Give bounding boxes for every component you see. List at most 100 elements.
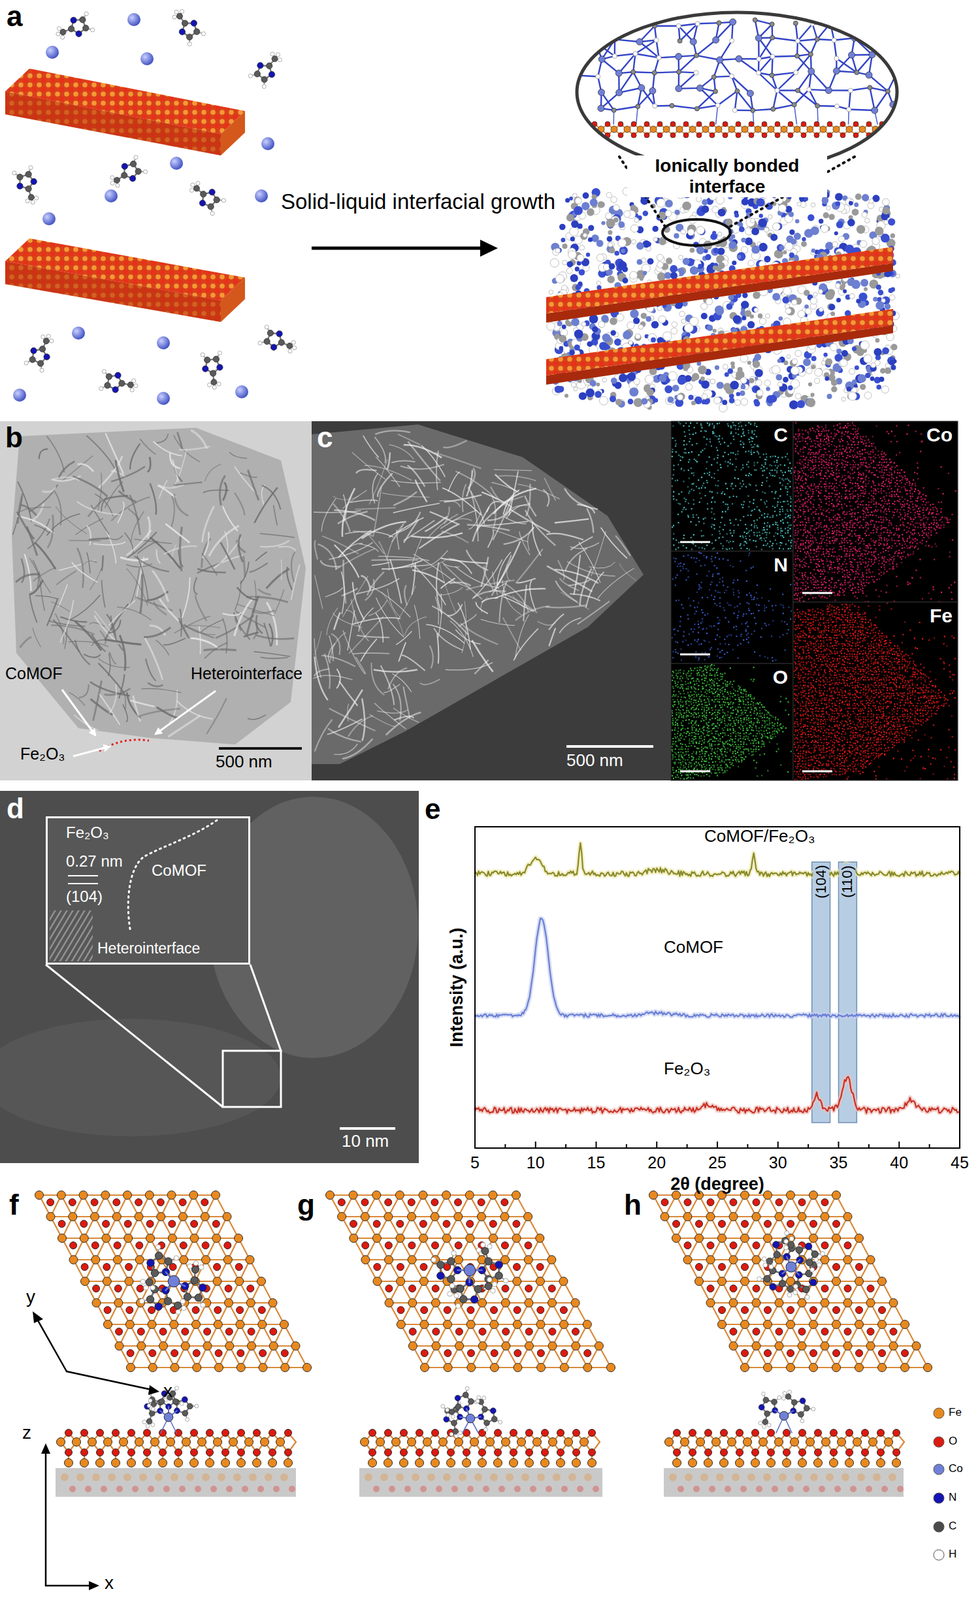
mof-particle [793, 232, 801, 240]
mof-particle [571, 220, 579, 229]
mof-particle [616, 314, 624, 322]
atom [90, 28, 95, 33]
atom [41, 335, 46, 340]
mof-particle [671, 322, 677, 328]
atom [25, 199, 30, 204]
mof-particle [546, 322, 556, 332]
mof-particle [569, 227, 579, 237]
mof-particle [890, 287, 896, 293]
mof-particle [670, 272, 678, 280]
atom [12, 171, 17, 176]
mof-particle [782, 376, 789, 383]
mof-particle [689, 317, 699, 327]
atom [29, 356, 36, 363]
atom [211, 379, 217, 386]
mof-particle [578, 269, 586, 276]
mof-particle [811, 365, 817, 370]
mof-particle [836, 221, 844, 229]
atom [187, 41, 192, 46]
mof-particle [823, 352, 828, 357]
mof-particle [787, 385, 794, 391]
mof-particle [586, 341, 593, 347]
atom [209, 370, 216, 377]
atom [25, 171, 32, 178]
mof-particle [748, 260, 754, 266]
cobalt-ion [127, 13, 141, 27]
mof-particle [810, 226, 820, 236]
mof-particle [561, 243, 568, 249]
mof-particle [739, 390, 745, 396]
mof-particle [596, 254, 604, 262]
atom [735, 88, 740, 94]
mof-particle [629, 271, 638, 280]
mof-particle [886, 333, 894, 341]
mof-particle [863, 354, 873, 364]
mof-particle [608, 242, 613, 247]
atom [67, 26, 74, 33]
mof-particle [710, 378, 716, 385]
mof-particle [765, 386, 770, 391]
atom [114, 372, 121, 379]
mof-particle [890, 343, 898, 351]
mof-particle [759, 318, 767, 325]
bond [871, 22, 877, 42]
bond [772, 56, 773, 76]
mof-particle [759, 213, 764, 218]
mof-particle [865, 373, 871, 379]
atom [865, 71, 873, 79]
atom [24, 361, 29, 366]
mof-particle [821, 197, 830, 205]
mof-particle [797, 400, 805, 409]
atom [34, 196, 39, 200]
atom [194, 28, 200, 35]
atom [70, 16, 77, 23]
bond [577, 110, 579, 125]
atom [84, 11, 89, 16]
mof-particle [650, 337, 656, 343]
mof-particle [569, 350, 575, 356]
mof-particle [884, 367, 892, 375]
mof-particle [876, 384, 882, 391]
mof-particle [672, 384, 680, 392]
mof-particle [627, 399, 634, 406]
mof-particle [721, 399, 728, 406]
mof-particle [887, 218, 896, 226]
mof-particle [836, 348, 843, 355]
mof-particle [566, 213, 575, 222]
mof-particle [738, 226, 745, 233]
mof-particle [889, 294, 896, 300]
atom [694, 106, 700, 112]
mof-particle [586, 388, 595, 398]
atom [216, 364, 223, 371]
mof-particle [614, 338, 622, 346]
mof-particle [665, 258, 673, 265]
mof-particle [875, 338, 881, 343]
mof-particle [582, 192, 590, 200]
mof-particle [814, 368, 823, 377]
mof-particle [701, 303, 708, 310]
mof-particle [665, 199, 673, 208]
atom [105, 373, 112, 380]
mof-particle [618, 261, 628, 271]
mof-particle [740, 384, 747, 391]
atom [131, 378, 136, 383]
atom [592, 39, 600, 46]
mof-particle [582, 233, 587, 238]
atom [118, 380, 125, 387]
bond [772, 56, 798, 57]
bond [697, 22, 720, 24]
atom [793, 69, 799, 75]
atom [261, 76, 268, 83]
mof-particle [844, 245, 854, 255]
mof-particle [618, 373, 628, 383]
atom [114, 177, 121, 183]
mof-particle [755, 379, 762, 387]
atom [793, 20, 798, 26]
mof-particle [819, 307, 824, 312]
mof-particle [718, 262, 725, 270]
atom [752, 17, 758, 23]
atom [201, 32, 206, 36]
mof-particle [872, 237, 880, 245]
mof-particle [882, 198, 890, 206]
atom [729, 73, 734, 79]
